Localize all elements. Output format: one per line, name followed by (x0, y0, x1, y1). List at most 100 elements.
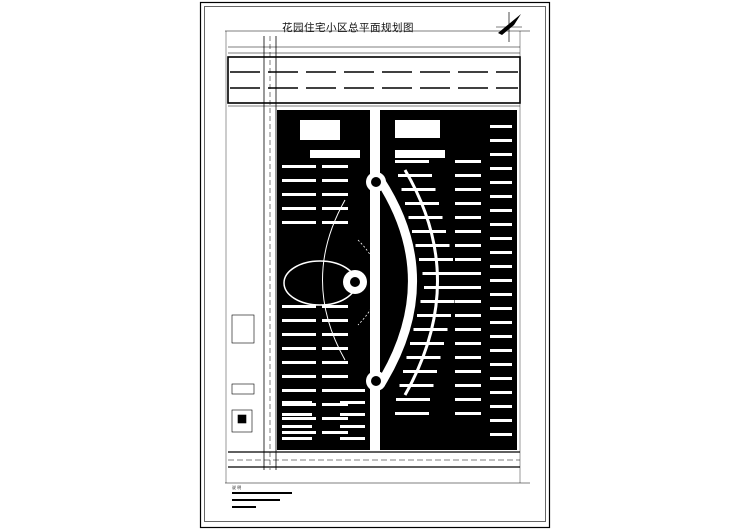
building (282, 361, 316, 364)
building (490, 293, 512, 296)
building (455, 356, 481, 359)
north-arrow-icon (496, 12, 522, 42)
building (455, 370, 481, 373)
building (322, 389, 348, 392)
building (322, 179, 348, 182)
building (282, 431, 316, 434)
building (310, 150, 360, 158)
building (412, 230, 446, 233)
building (322, 193, 348, 196)
building (282, 319, 316, 322)
notes-heading: 说 明 (232, 485, 242, 490)
building (455, 286, 481, 289)
building (490, 363, 512, 366)
building (455, 272, 481, 275)
building (490, 419, 512, 422)
building (322, 375, 348, 378)
building (490, 209, 512, 212)
building (282, 207, 316, 210)
main-road (227, 46, 521, 107)
building (490, 195, 512, 198)
building (455, 258, 481, 261)
building (322, 431, 348, 434)
building (282, 333, 316, 336)
building (322, 207, 348, 210)
building (455, 216, 481, 219)
building (282, 425, 312, 428)
building (490, 349, 512, 352)
building (282, 401, 312, 404)
building (403, 370, 437, 373)
building (455, 160, 481, 163)
central-park (283, 110, 439, 450)
building (322, 403, 348, 406)
building (398, 174, 432, 177)
building (340, 389, 365, 392)
building (282, 413, 312, 416)
building (300, 120, 340, 140)
building (455, 342, 481, 345)
building (455, 412, 481, 415)
inner-frame (204, 6, 546, 522)
building (455, 174, 481, 177)
building (490, 377, 512, 380)
building (322, 165, 348, 168)
building (282, 305, 316, 308)
building (490, 433, 512, 436)
building (282, 221, 316, 224)
south-road (228, 451, 520, 468)
building (282, 193, 316, 196)
building (490, 237, 512, 240)
building (490, 307, 512, 310)
building (490, 391, 512, 394)
building (322, 333, 348, 336)
building (424, 286, 458, 289)
building (282, 347, 316, 350)
building (455, 384, 481, 387)
building (490, 125, 512, 128)
building (490, 167, 512, 170)
building (455, 230, 481, 233)
building (490, 153, 512, 156)
building (455, 202, 481, 205)
building (282, 437, 312, 440)
building (490, 223, 512, 226)
building (282, 165, 316, 168)
building (490, 279, 512, 282)
building (395, 120, 440, 138)
drawing-title: 花园住宅小区总平面规划图 (282, 22, 414, 34)
building (490, 335, 512, 338)
building (455, 398, 481, 401)
building (455, 300, 481, 303)
building (322, 221, 348, 224)
building (322, 417, 348, 420)
building (401, 188, 436, 191)
outer-frame (199, 1, 551, 529)
building (455, 244, 481, 247)
building (399, 384, 434, 387)
building (490, 405, 512, 408)
building (322, 347, 348, 350)
west-road (263, 36, 277, 470)
building (322, 319, 348, 322)
building (490, 265, 512, 268)
building (340, 413, 365, 416)
west-annex-buildings (231, 314, 255, 433)
building (395, 150, 445, 158)
notes-lines (232, 492, 292, 508)
building (282, 417, 316, 420)
building (282, 389, 312, 392)
building (282, 375, 316, 378)
building (340, 437, 365, 440)
building (490, 139, 512, 142)
building (490, 321, 512, 324)
building (340, 425, 365, 428)
building (490, 251, 512, 254)
building (340, 401, 365, 404)
building (322, 361, 348, 364)
building (282, 179, 316, 182)
building (422, 272, 457, 275)
building (455, 314, 481, 317)
building (395, 412, 429, 415)
